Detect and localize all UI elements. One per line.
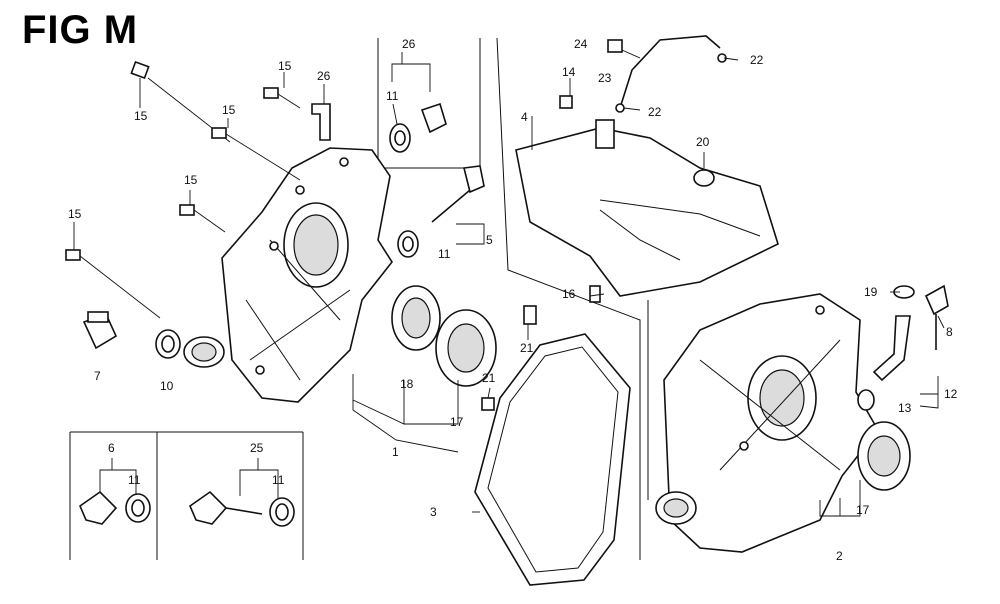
plug-25 bbox=[189, 490, 295, 527]
callout-2: 2 bbox=[836, 549, 843, 563]
callout-24: 24 bbox=[574, 37, 588, 51]
callout-26-left: 26 bbox=[317, 69, 331, 83]
bearing-17-left bbox=[435, 309, 497, 387]
filler-pipe-12 bbox=[872, 285, 915, 382]
callout-1: 1 bbox=[392, 445, 399, 459]
callout-3: 3 bbox=[430, 505, 437, 519]
dipstick-8 bbox=[924, 284, 949, 350]
callout-21-top: 21 bbox=[520, 341, 534, 355]
callout-labels: 1 2 3 4 5 6 7 8 10 11 11 11 11 12 13 14 … bbox=[68, 37, 958, 563]
callout-4: 4 bbox=[521, 110, 528, 124]
callout-22-bottom: 22 bbox=[648, 105, 662, 119]
callout-8: 8 bbox=[946, 325, 953, 339]
left-crankcase-cover bbox=[183, 147, 393, 403]
plug-6 bbox=[79, 490, 151, 525]
callout-11-mid: 11 bbox=[438, 247, 451, 261]
seal-13 bbox=[857, 389, 875, 411]
callout-16: 16 bbox=[562, 287, 576, 301]
detail-box-26 bbox=[389, 102, 447, 153]
callout-21-bottom: 21 bbox=[482, 371, 496, 385]
callout-11-box25: 11 bbox=[272, 473, 285, 487]
callout-18: 18 bbox=[400, 377, 414, 391]
callout-12: 12 bbox=[944, 387, 958, 401]
fuel-line-23 bbox=[607, 35, 727, 113]
bracket-26-left bbox=[311, 103, 331, 141]
callout-17-left: 17 bbox=[450, 415, 464, 429]
washer-10 bbox=[155, 329, 181, 359]
callout-15-e: 15 bbox=[68, 207, 82, 221]
gasket-3 bbox=[474, 333, 631, 586]
callout-10: 10 bbox=[160, 379, 174, 393]
callout-22-top: 22 bbox=[750, 53, 764, 67]
leader-lines bbox=[73, 49, 945, 517]
callout-15-b: 15 bbox=[222, 103, 236, 117]
frame-lines bbox=[69, 37, 649, 560]
figure-title: FIG M bbox=[22, 8, 139, 52]
callout-19: 19 bbox=[864, 285, 878, 299]
right-crankcase-cover bbox=[655, 293, 879, 553]
callout-20: 20 bbox=[696, 135, 710, 149]
callout-17-right: 17 bbox=[856, 503, 870, 517]
callout-14: 14 bbox=[562, 65, 576, 79]
bearing-18 bbox=[391, 285, 441, 351]
callout-11-top: 11 bbox=[386, 89, 399, 103]
callout-11-box6: 11 bbox=[128, 473, 141, 487]
callout-15-d: 15 bbox=[184, 173, 198, 187]
callout-23: 23 bbox=[598, 71, 612, 85]
callout-15-c: 15 bbox=[278, 59, 292, 73]
callout-5: 5 bbox=[486, 233, 493, 247]
callout-26-top: 26 bbox=[402, 37, 416, 51]
dowel-pin-21-top bbox=[523, 305, 537, 325]
bolt-14 bbox=[559, 95, 573, 109]
dowel-pin-21-bottom bbox=[481, 397, 495, 411]
bearing-17-right bbox=[857, 421, 911, 491]
callout-25: 25 bbox=[250, 441, 264, 455]
ring-20 bbox=[693, 169, 715, 187]
bolt-16 bbox=[589, 285, 601, 303]
bolt-15-group-left bbox=[65, 60, 301, 319]
callout-7: 7 bbox=[94, 369, 101, 383]
drain-plug-7 bbox=[82, 311, 118, 350]
oil-filler-5 bbox=[397, 165, 485, 258]
callout-15-a: 15 bbox=[134, 109, 148, 123]
callout-13: 13 bbox=[898, 401, 912, 415]
fuel-tank-4 bbox=[515, 119, 779, 297]
callout-6: 6 bbox=[108, 441, 115, 455]
